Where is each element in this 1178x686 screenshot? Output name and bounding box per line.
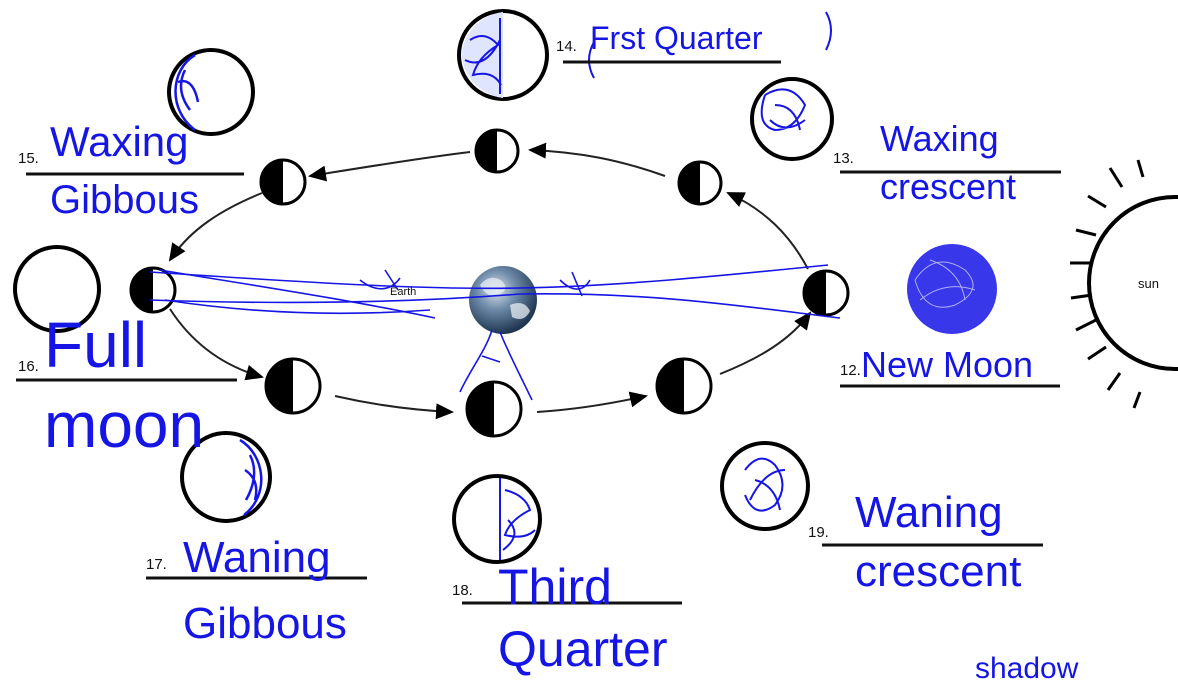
- moon-appearance-15: [167, 48, 255, 136]
- moon-appearance-12: [907, 244, 997, 334]
- answer-18-line1: Third: [498, 559, 612, 615]
- orbit-moon-17: [264, 357, 322, 415]
- question-number-16: 16.: [18, 358, 39, 375]
- question-number-15: 15.: [18, 150, 39, 167]
- orbit-moon-18: [465, 380, 523, 438]
- answer-lines: [16, 60, 1061, 605]
- answer-18-line2: Quarter: [498, 621, 668, 677]
- moon-appearance-18: [452, 474, 542, 564]
- question-number-17: 17.: [146, 556, 167, 573]
- answer-14: Frst Quarter: [590, 20, 763, 56]
- orbit-arrows: [168, 142, 812, 420]
- question-number-13: 13.: [833, 150, 854, 167]
- answer-15-line2: Gibbous: [50, 178, 199, 222]
- answer-12: New Moon: [861, 344, 1034, 385]
- answer-16-line2: moon: [44, 389, 205, 461]
- orbit-moon-14: [474, 128, 520, 174]
- sun: [1070, 159, 1178, 409]
- question-number-12: 12.: [840, 362, 861, 379]
- moon-appearance-14: [457, 9, 549, 101]
- moon-appearance-13: [750, 77, 834, 161]
- sun-label: sun: [1138, 276, 1159, 291]
- handwritten-bracket-left: [588, 41, 595, 79]
- question-number-14: 14.: [556, 38, 577, 55]
- handwritten-sight-lines: [149, 264, 841, 401]
- question-number-18: 18.: [452, 582, 473, 599]
- answer-17-line1: Waning: [183, 533, 331, 582]
- earth-label: Earth: [390, 286, 417, 298]
- moon-appearance-19: [720, 441, 810, 531]
- answer-19-line1: Waning: [855, 488, 1003, 537]
- moon-appearance-17: [180, 431, 272, 523]
- answer-13-line2: crescent: [880, 166, 1017, 207]
- orbit-moon-13: [677, 160, 723, 206]
- answer-13-line1: Waxing: [880, 118, 999, 159]
- shadow-note: shadow: [975, 652, 1079, 685]
- handwritten-bracket: [825, 11, 832, 51]
- orbit-moon-16: [129, 266, 177, 314]
- answer-16-line1: Full: [44, 309, 148, 381]
- answer-15-line1: Waxing: [50, 118, 189, 165]
- orbit-moon-19: [655, 357, 713, 415]
- moon-appearance-16: [13, 245, 101, 333]
- orbit-moon-15: [259, 158, 307, 206]
- answer-17-line2: Gibbous: [183, 599, 347, 648]
- orbit-moon-12: [802, 269, 850, 317]
- answer-19-line2: crescent: [855, 547, 1022, 596]
- question-number-19: 19.: [808, 524, 829, 541]
- earth: [469, 266, 537, 334]
- sun-rays: [1070, 159, 1145, 409]
